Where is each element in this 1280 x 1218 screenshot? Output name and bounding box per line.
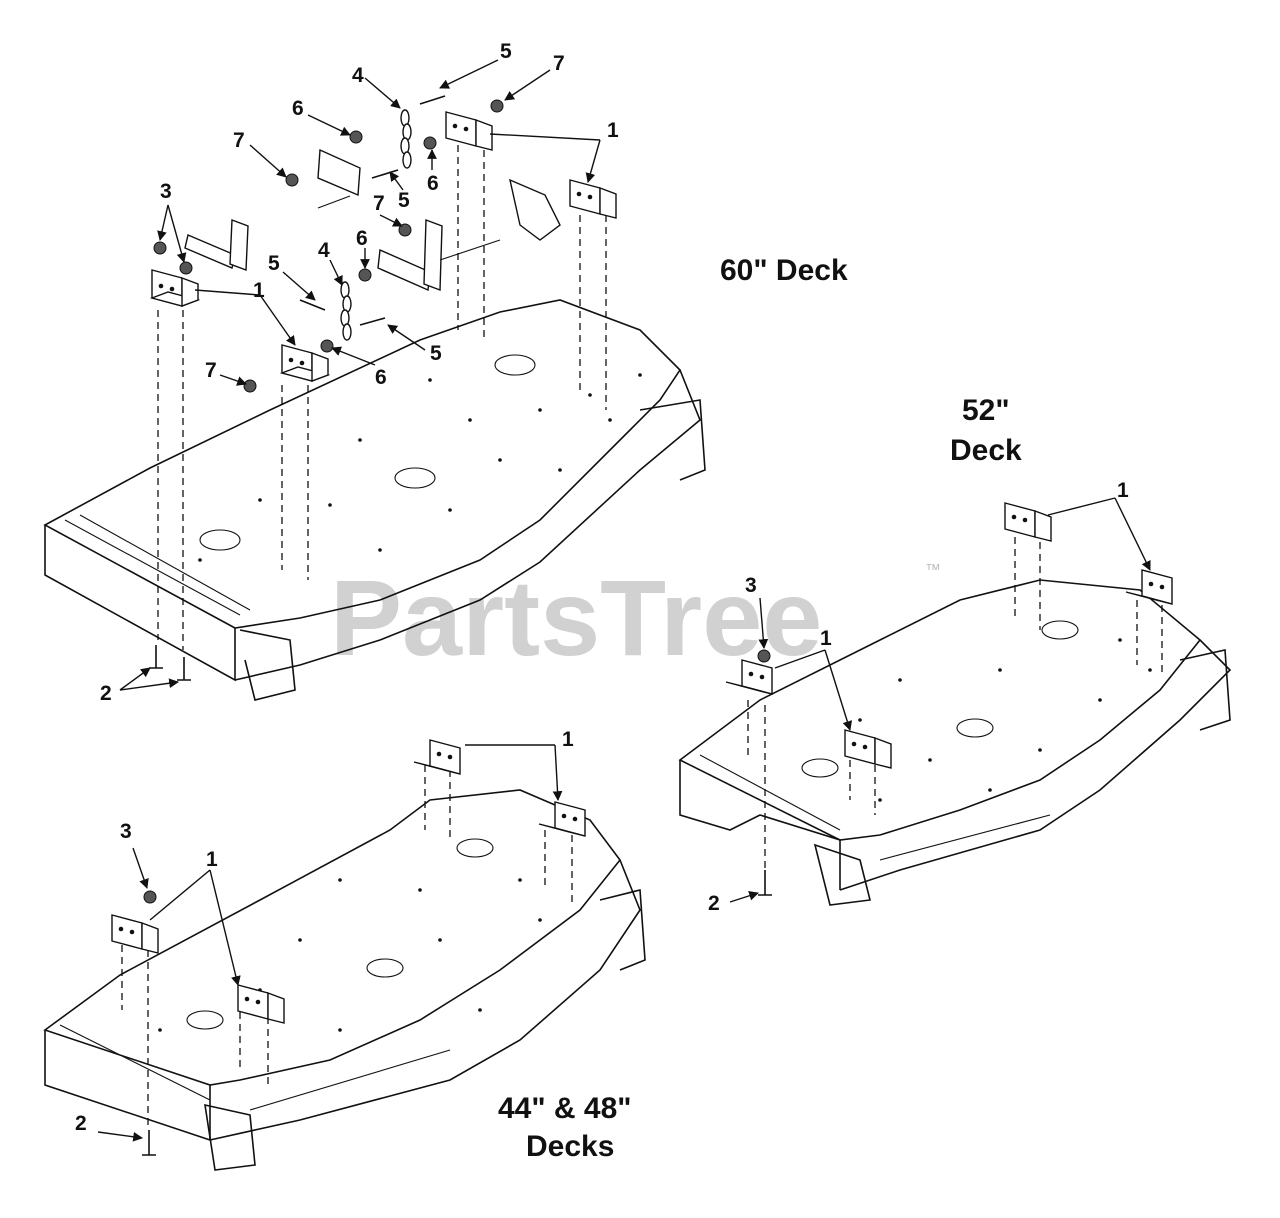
deck-60-nut-6-a xyxy=(349,130,363,144)
callout-5: 5 xyxy=(500,40,512,63)
deck-60-chain-upper xyxy=(400,109,412,169)
deck-4448-title-line2: Decks xyxy=(526,1130,614,1163)
deck-4448-bracket-front-left xyxy=(111,914,159,954)
callout-2: 2 xyxy=(75,1112,87,1135)
deck-60-hanger-arm-left xyxy=(184,234,236,269)
callout-1: 1 xyxy=(1117,479,1129,502)
deck-60-nut-7-c xyxy=(398,223,412,237)
deck-60-carriage-bolt-a xyxy=(149,645,163,669)
deck-52-title-line1: 52" xyxy=(962,394,1010,427)
callout-6: 6 xyxy=(427,172,439,195)
callout-5: 5 xyxy=(398,189,410,212)
deck-60-nut-7-b xyxy=(285,173,299,187)
deck-60-assembly: 5 7 4 6 1 7 6 5 3 7 6 4 5 1 5 7 6 2 60" … xyxy=(43,40,848,705)
deck-60-bolt-4 xyxy=(359,317,386,326)
deck-4448-locknut xyxy=(143,890,157,904)
deck-4448-bracket-rear-left xyxy=(413,739,461,775)
deck-60-hanger-arm-center xyxy=(317,148,361,197)
deck-52-assembly: 1 3 1 2 52" Deck xyxy=(678,394,1232,915)
deck-60-chain-lower xyxy=(340,281,352,341)
deck-60-locknut-b xyxy=(179,261,193,275)
callout-5: 5 xyxy=(430,342,442,365)
deck-60-bracket-rear-left xyxy=(445,111,493,151)
deck-60-nut-7-d xyxy=(243,379,257,393)
deck-60-bolt-3 xyxy=(299,299,326,311)
deck-60-holes xyxy=(198,373,642,562)
deck-60-bolt-1 xyxy=(419,95,446,105)
watermark: PartsTree ™ xyxy=(330,557,941,678)
deck-60-nut-7-a xyxy=(490,99,504,113)
callout-2: 2 xyxy=(100,682,112,705)
deck-52-bracket-rear-left xyxy=(1004,502,1052,542)
deck-52-bracket-rear-right xyxy=(1125,569,1173,605)
deck-52-carriage-bolt xyxy=(758,870,772,896)
deck-60-nut-6-b xyxy=(423,136,437,150)
callout-7: 7 xyxy=(233,129,245,152)
deck-60-nut-6-d xyxy=(320,339,334,353)
callout-1: 1 xyxy=(206,848,218,871)
deck-60-hanger-arm-right xyxy=(377,248,431,292)
deck-60-hanger-plate-left xyxy=(229,219,249,271)
callout-3: 3 xyxy=(160,180,172,203)
deck-52-body xyxy=(678,579,1202,841)
deck-60-hanger-plate-right xyxy=(423,219,443,291)
deck-4448-assembly: 1 3 1 2 44" & 48" Decks xyxy=(43,728,646,1171)
deck-60-nut-6-c xyxy=(358,268,372,282)
deck-52-title-line2: Deck xyxy=(950,434,1022,467)
deck-60-body xyxy=(43,299,682,629)
callout-6: 6 xyxy=(375,366,387,389)
callout-7: 7 xyxy=(373,192,385,215)
callout-4: 4 xyxy=(352,64,364,87)
callout-7: 7 xyxy=(205,359,217,382)
callout-3: 3 xyxy=(745,574,757,597)
deck-52-bracket-front-left xyxy=(725,659,773,695)
callout-4: 4 xyxy=(318,239,330,262)
callout-2: 2 xyxy=(708,892,720,915)
deck-4448-carriage-bolt xyxy=(142,1130,156,1156)
callout-7: 7 xyxy=(553,52,565,75)
deck-60-title: 60" Deck xyxy=(720,254,848,287)
callout-6: 6 xyxy=(292,97,304,120)
callout-1: 1 xyxy=(607,119,619,142)
callout-1: 1 xyxy=(562,728,574,751)
callout-1: 1 xyxy=(253,279,265,302)
deck-4448-title-line1: 44" & 48" xyxy=(498,1092,632,1125)
callout-3: 3 xyxy=(120,820,132,843)
watermark-text: PartsTree xyxy=(330,557,822,678)
deck-60-rear-pivot xyxy=(509,178,561,241)
deck-60-carriage-bolt-b xyxy=(177,657,191,681)
deck-60-bracket-front-right xyxy=(279,344,331,383)
deck-52-bracket-front-right xyxy=(844,729,892,769)
callout-5: 5 xyxy=(268,252,280,275)
deck-60-locknut-a xyxy=(153,241,167,255)
callout-6: 6 xyxy=(356,227,368,250)
deck-4448-holes xyxy=(158,878,542,1032)
deck-4448-bracket-rear-right xyxy=(538,801,586,837)
callout-1: 1 xyxy=(820,627,832,650)
watermark-trademark: ™ xyxy=(925,562,941,579)
deck-60-bracket-rear-right xyxy=(569,179,617,219)
deck-52-locknut xyxy=(757,649,771,663)
deck-4448-bracket-front-right xyxy=(237,984,285,1024)
deck-60-bracket-front-left xyxy=(149,269,201,308)
deck-52-holes xyxy=(858,638,1152,802)
